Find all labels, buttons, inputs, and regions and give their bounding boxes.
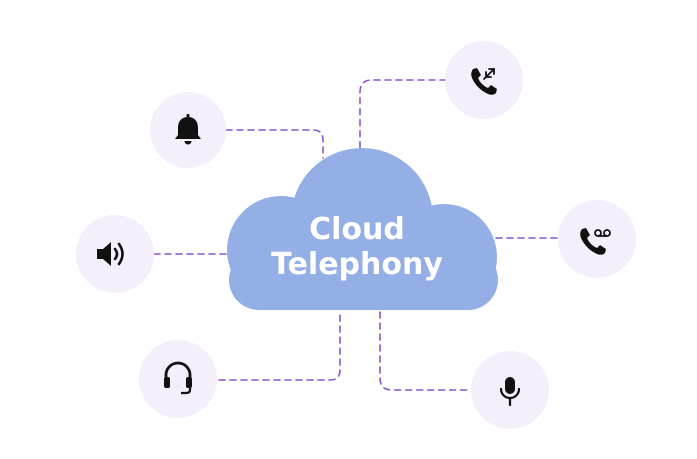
connector-call-forward xyxy=(359,79,447,151)
connector-headset xyxy=(218,311,341,381)
microphone-icon xyxy=(499,377,521,407)
node-headset xyxy=(139,340,217,418)
connector-bell xyxy=(225,129,324,159)
node-voicemail xyxy=(558,200,636,278)
node-bell xyxy=(150,92,226,168)
cloud-label-line1: Cloud xyxy=(309,212,405,247)
node-microphone xyxy=(471,351,549,429)
headset-icon xyxy=(164,361,192,395)
node-speaker xyxy=(76,215,154,293)
call-forward-icon xyxy=(471,68,497,95)
speaker-volume-icon xyxy=(97,242,124,266)
node-call-forward xyxy=(445,41,523,119)
cloud-label-line2: Telephony xyxy=(271,247,443,282)
connectors xyxy=(153,79,559,391)
bell-icon xyxy=(175,114,201,145)
cloud-shape: Cloud Telephony xyxy=(227,148,498,310)
connector-microphone xyxy=(379,311,471,391)
voicemail-call-icon xyxy=(580,228,611,255)
